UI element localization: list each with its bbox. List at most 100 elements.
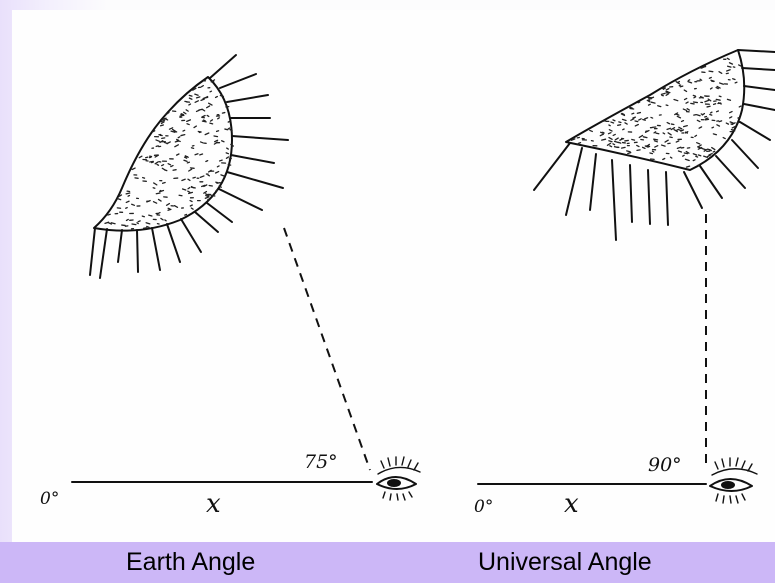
sun-stipple-mark (695, 155, 699, 158)
sun-stipple-mark (657, 105, 662, 108)
sun-stipple-mark (692, 101, 699, 104)
sun-stipple-mark (189, 204, 193, 207)
sun-stipple-mark (203, 190, 208, 194)
sun-stipple-mark (205, 159, 209, 163)
sun-stipple-mark (694, 134, 698, 138)
sun-stipple-mark (201, 114, 206, 118)
sun-stipple-mark (731, 125, 736, 129)
sun-stipple-mark (738, 64, 743, 67)
sun-stipple-mark (718, 95, 722, 98)
sun-stipple-mark (622, 128, 625, 131)
sun-stipple-mark (696, 114, 701, 117)
sun-stipple-mark (701, 112, 706, 116)
sun-stipple-mark (667, 132, 672, 136)
sun-stipple-mark (711, 146, 716, 151)
eye-icon (709, 457, 758, 504)
sun-stipple-mark (704, 118, 710, 121)
sun-stipple-mark (218, 159, 223, 162)
sun-stipple-mark (644, 117, 649, 120)
sun-stipple-mark (704, 99, 710, 103)
sun-stipple-mark (167, 207, 171, 210)
sun-stipple-mark (669, 156, 673, 159)
sun-stipple-mark (220, 174, 225, 177)
sun-stipple-mark (706, 105, 711, 108)
sun-stipple-mark (204, 193, 210, 197)
sun-stipple-mark (732, 78, 736, 81)
sun-stipple-mark (687, 80, 693, 84)
sun-stipple-mark (589, 129, 593, 133)
sun-stipple-mark (151, 130, 156, 133)
sun-stipple-mark (199, 175, 205, 179)
sun-stipple-mark (201, 108, 206, 112)
sun-stipple-mark (674, 112, 679, 116)
sun-stipple-mark (180, 113, 185, 116)
sun-stipple-mark (161, 164, 165, 167)
sun-stipple-mark (636, 144, 640, 148)
sun-stipple-mark (662, 157, 666, 161)
sun-stipple-mark (621, 118, 627, 122)
sun-stipple-mark (204, 132, 210, 136)
sun-stipple-mark (601, 138, 607, 141)
sun-stipple-mark (680, 129, 685, 132)
sun-stipple-mark (155, 145, 159, 148)
sun-stipple-mark (670, 127, 676, 131)
sun-stipple-mark (716, 85, 721, 89)
sun-stipple-mark (161, 117, 167, 121)
sun-stipple-mark (701, 147, 707, 151)
sun-stipple-mark (660, 144, 666, 147)
sun-stipple-mark (186, 119, 192, 123)
sun-stipple-mark (606, 142, 612, 146)
sun-stipple-mark (161, 167, 166, 171)
sun-stipple-mark (161, 181, 166, 184)
sun-stipple-mark (729, 110, 733, 114)
sun-stipple-mark (152, 201, 158, 204)
sun-stipple-mark (677, 150, 683, 153)
sun-stipple-mark (141, 215, 146, 218)
sun-stipple-mark (669, 136, 673, 139)
sun-stipple-mark (709, 113, 713, 116)
sun-stipple-mark (225, 152, 230, 155)
sun-stipple-mark (219, 94, 225, 97)
distance-label-right: x (564, 489, 579, 519)
sun-stipple-mark (676, 115, 682, 119)
sun-stipple-mark (637, 101, 641, 104)
sun-stipple-mark (608, 129, 613, 132)
sun-stipple-mark (170, 164, 174, 168)
right-panel: 90° 0° x (474, 49, 775, 519)
sun-stipple-mark (676, 128, 680, 131)
sun-stipple-mark (175, 153, 180, 156)
sun-stipple-mark (707, 98, 712, 102)
drawing-paper (12, 10, 775, 542)
sun-stipple-mark (206, 105, 211, 109)
sun-stipple-mark (676, 146, 682, 150)
sun-stipple-mark (607, 132, 612, 135)
sun-stipple-mark (728, 116, 733, 119)
sun-stipple (104, 79, 235, 230)
sun-stipple-mark (155, 192, 161, 195)
sun-stipple-mark (612, 143, 616, 146)
sun-stipple-mark (655, 132, 660, 135)
sun-stipple-mark (697, 146, 703, 149)
sun-stipple-mark (650, 116, 654, 119)
origin-label-left: 0° (40, 489, 59, 509)
sun-stipple-mark (738, 105, 742, 108)
sun-stipple-mark (176, 139, 181, 143)
sun-stipple-mark (642, 118, 646, 121)
sun-stipple-mark (190, 147, 195, 150)
sun-stipple-mark (137, 220, 141, 223)
sun-stipple-mark (146, 225, 150, 229)
sun-stipple-mark (220, 140, 225, 143)
sun-stipple-mark (704, 117, 709, 120)
sun-stipple-mark (206, 114, 210, 118)
sun-stipple-mark (660, 92, 666, 95)
sun-stipple-mark (647, 100, 651, 103)
sun-stipple-mark (214, 95, 219, 99)
sun-stipple-mark (646, 145, 651, 148)
sun-stipple-mark (726, 98, 732, 101)
sun-stipple-mark (661, 87, 666, 90)
origin-label-right: 0° (474, 497, 493, 517)
sun-stipple-mark (698, 144, 702, 148)
sun-stipple-mark (116, 198, 122, 201)
sun-stipple-mark (209, 122, 214, 125)
sun-stipple-mark (642, 136, 648, 139)
